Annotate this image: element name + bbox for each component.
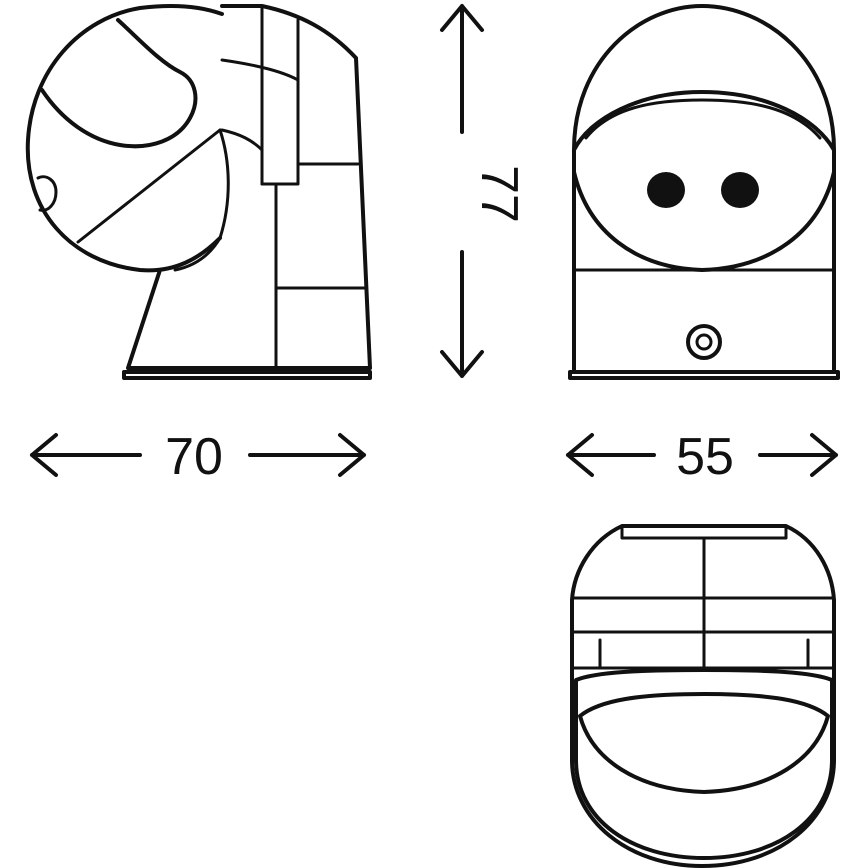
- dimension-width-side-label: 70: [165, 428, 223, 486]
- front-view-adjust-knob-center: [695, 333, 713, 351]
- side-view-housing-divider-2: [260, 18, 300, 186]
- front-view-sensor-eye-left: [647, 172, 685, 208]
- front-view-lens-inner: [584, 98, 822, 140]
- side-view-housing: [126, 4, 372, 370]
- side-view-housing-band-2: [220, 128, 264, 152]
- front-view-body: [572, 4, 836, 374]
- dimension-width-side: 70: [30, 428, 366, 486]
- side-view-lens-window: [40, 18, 198, 149]
- top-view-body: [570, 524, 836, 868]
- front-view: [568, 4, 840, 380]
- dimension-width-front: 55: [566, 428, 838, 486]
- side-view-dome-rim: [173, 128, 230, 272]
- side-view-side-button: [36, 175, 58, 212]
- dimension-height-arrow-bottom: [440, 250, 484, 378]
- dimension-width-side-arrow-left: [30, 433, 142, 477]
- front-view-sensor-eye-right: [721, 172, 759, 208]
- front-view-lens: [572, 90, 836, 272]
- top-view-mount-plate: [620, 524, 788, 540]
- front-view-base-plate: [568, 370, 840, 380]
- top-view-lens: [578, 692, 830, 794]
- dimension-height-label: 77: [470, 165, 528, 223]
- top-view-sensor-dome: [574, 668, 834, 860]
- front-view-adjust-knob: [686, 324, 722, 360]
- dimension-width-front-label: 55: [676, 428, 734, 486]
- top-view: [570, 524, 836, 868]
- side-view-housing-band-1: [220, 58, 300, 82]
- dimension-height: 77: [440, 4, 528, 378]
- side-view: [25, 4, 372, 380]
- side-view-sensor-dome: [25, 4, 224, 273]
- dimension-width-front-arrow-right: [758, 433, 838, 477]
- side-view-base-plate: [122, 370, 372, 380]
- side-view-dome-seam: [76, 128, 222, 244]
- dimension-width-front-arrow-left: [566, 433, 656, 477]
- dimension-width-side-arrow-right: [248, 433, 366, 477]
- dimension-height-arrow-top: [440, 4, 484, 134]
